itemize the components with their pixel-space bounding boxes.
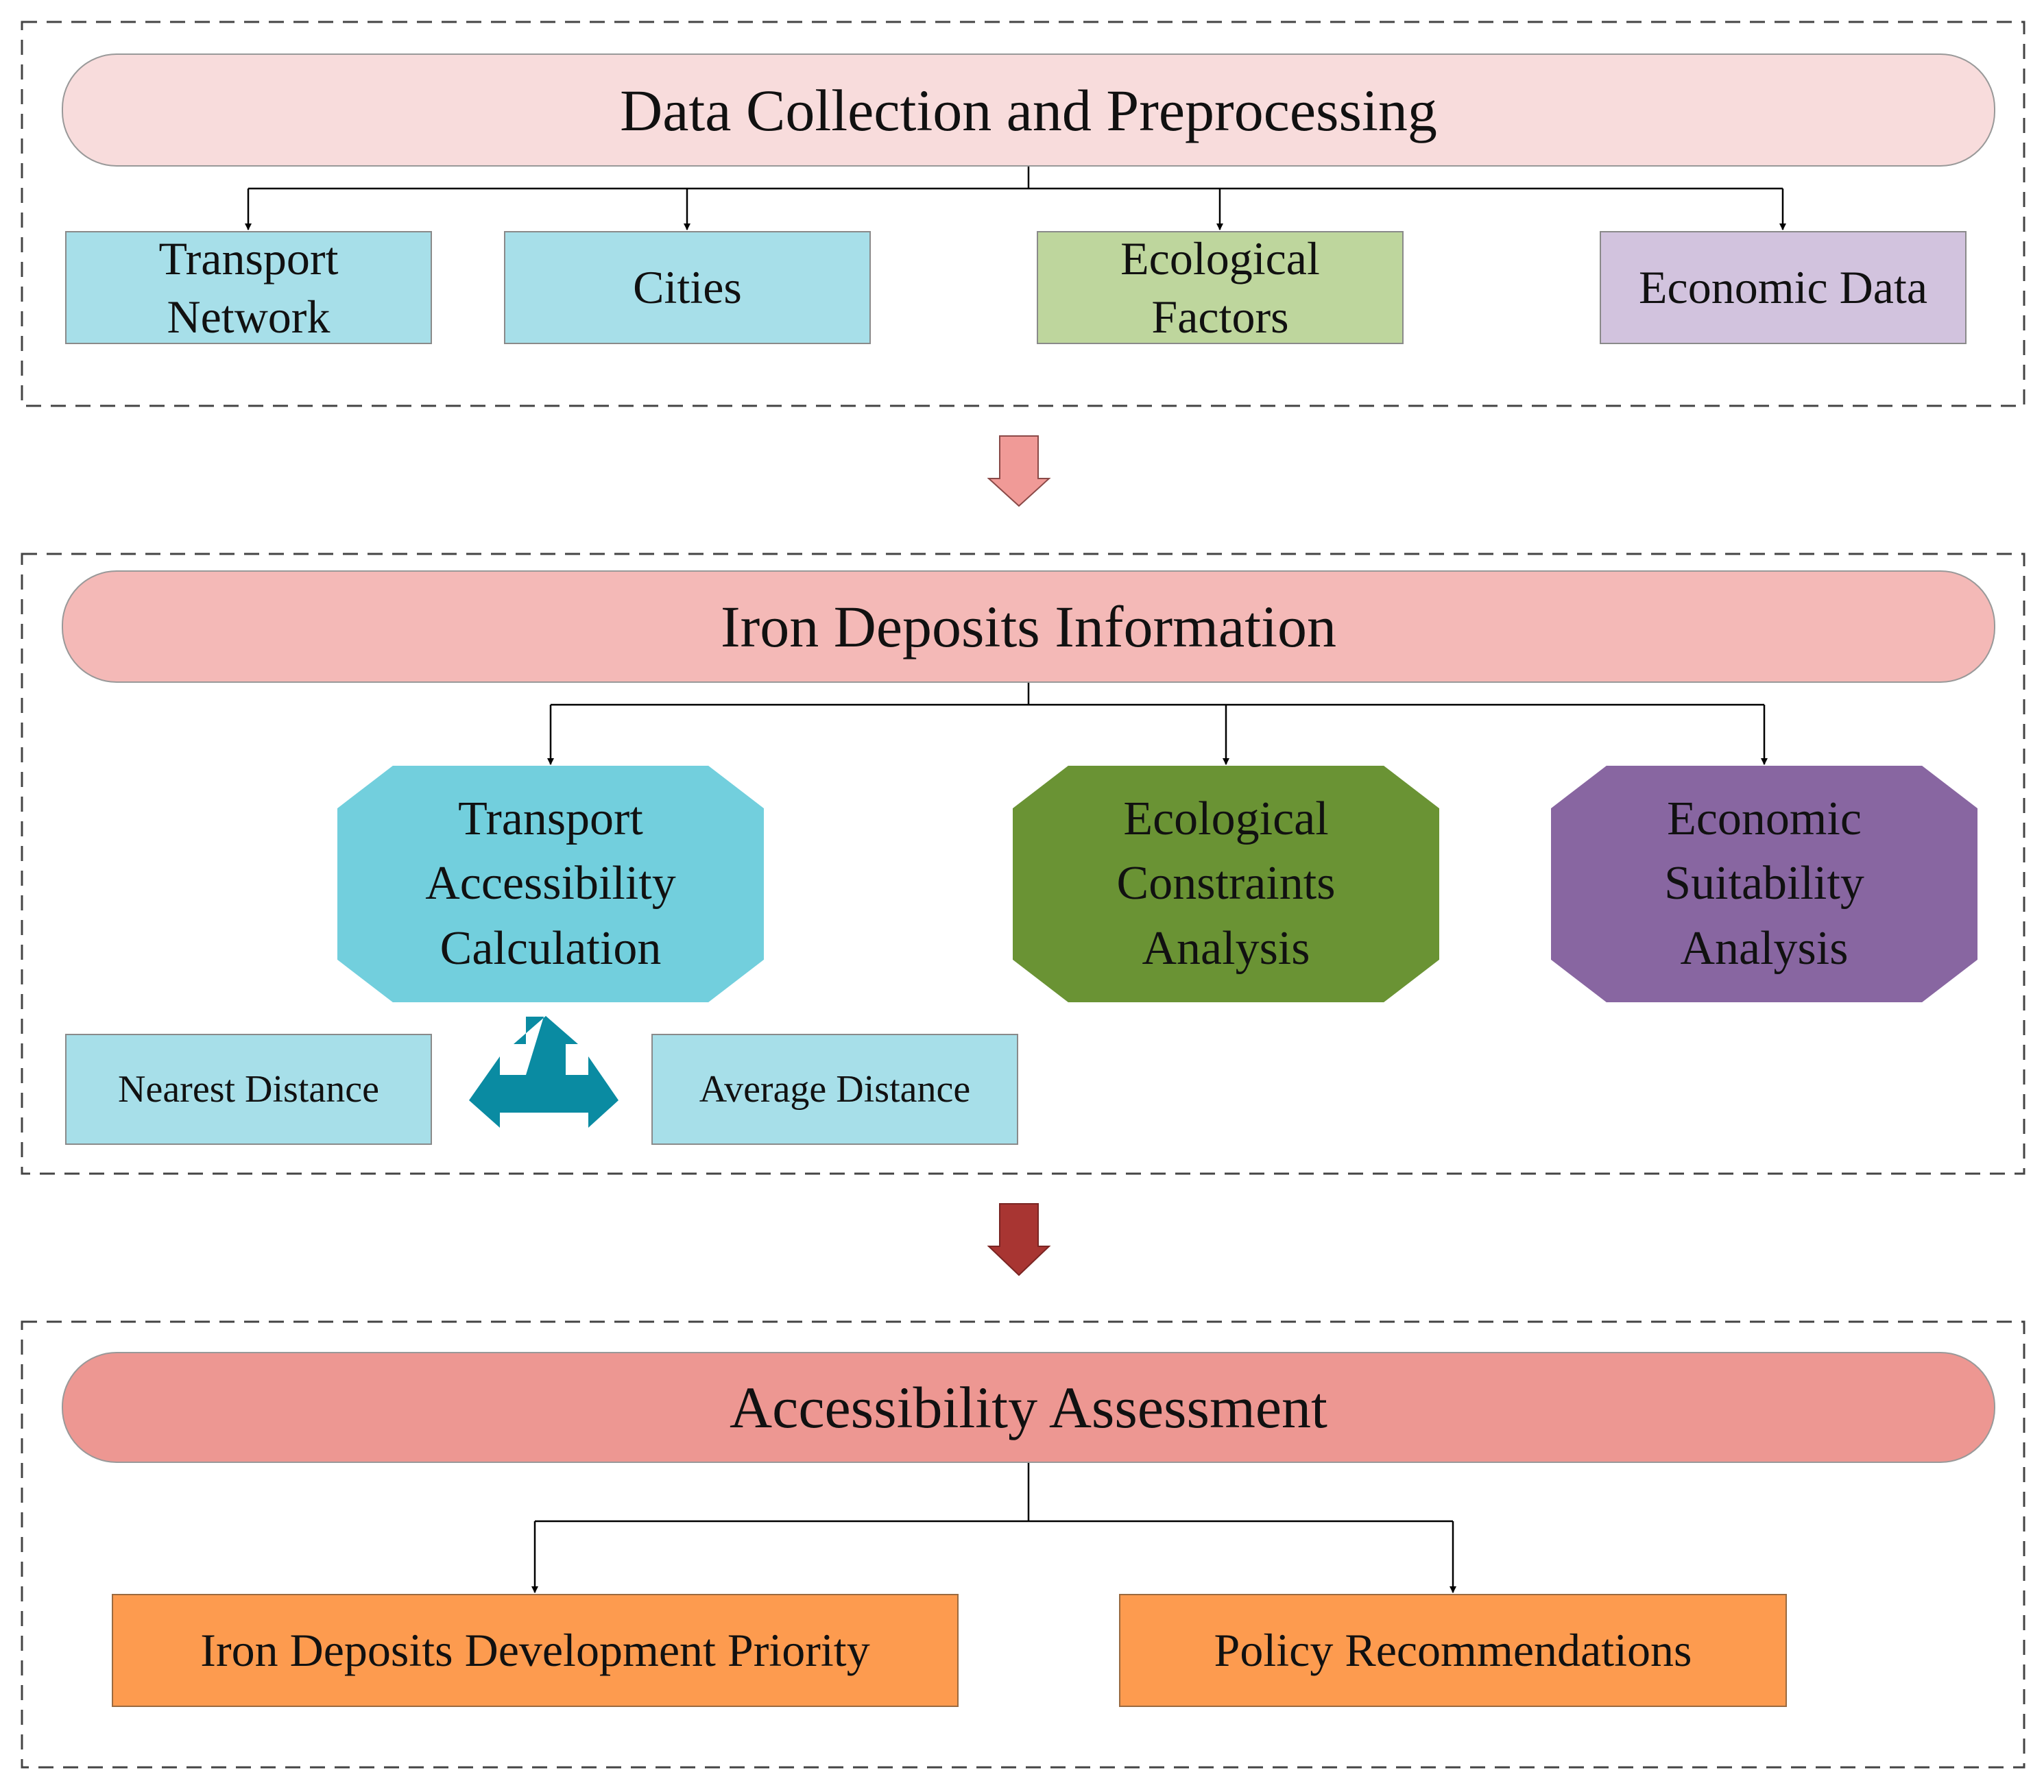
average-distance-box: Average Distance [651, 1034, 1018, 1145]
economic-suitability-label: Economic Suitability Analysis [1664, 792, 1864, 975]
stage2-frame [21, 553, 2025, 1175]
average-distance-label: Average Distance [699, 1068, 971, 1111]
policy-recommendations-label: Policy Recommendations [1214, 1624, 1692, 1676]
stage1-header: Data Collection and Preprocessing [62, 53, 1995, 167]
cities-box: Cities [504, 231, 871, 344]
ecological-constraints-label: Ecological Constraints Analysis [1116, 792, 1336, 975]
stage2-connectors [547, 683, 1768, 765]
stage1-frame [21, 21, 2025, 407]
nearest-distance-box: Nearest Distance [65, 1034, 432, 1145]
stage2-title: Iron Deposits Information [720, 594, 1337, 659]
down-arrow-2 [987, 1203, 1051, 1276]
transport-network-label: Transport Network [158, 232, 339, 343]
stage3-header: Accessibility Assessment [62, 1352, 1995, 1463]
ecological-factors-box: Ecological Factors [1037, 231, 1404, 344]
cities-label: Cities [633, 261, 742, 313]
economic-suitability-octagon: Economic Suitability Analysis [1551, 766, 1977, 1002]
policy-recommendations-box: Policy Recommendations [1119, 1594, 1787, 1707]
ecological-factors-label: Ecological Factors [1120, 232, 1320, 343]
down-arrow-1 [987, 435, 1051, 507]
stage3-frame [21, 1320, 2025, 1769]
nearest-distance-label: Nearest Distance [118, 1068, 379, 1111]
transport-accessibility-octagon: Transport Accessibility Calculation [337, 766, 764, 1002]
development-priority-box: Iron Deposits Development Priority [112, 1594, 959, 1707]
stage3-connectors [531, 1463, 1456, 1593]
development-priority-label: Iron Deposits Development Priority [200, 1624, 870, 1676]
stage1-connectors [245, 167, 1786, 230]
transport-accessibility-label: Transport Accessibility Calculation [425, 792, 676, 975]
economic-data-box: Economic Data [1600, 231, 1967, 344]
stage2-header: Iron Deposits Information [62, 570, 1995, 683]
tri-direction-arrow-icon [469, 1016, 618, 1128]
ecological-constraints-octagon: Ecological Constraints Analysis [1013, 766, 1439, 1002]
stage1-title: Data Collection and Preprocessing [620, 77, 1437, 143]
economic-data-label: Economic Data [1638, 261, 1928, 313]
transport-network-box: Transport Network [65, 231, 432, 344]
stage3-title: Accessibility Assessment [730, 1375, 1327, 1440]
